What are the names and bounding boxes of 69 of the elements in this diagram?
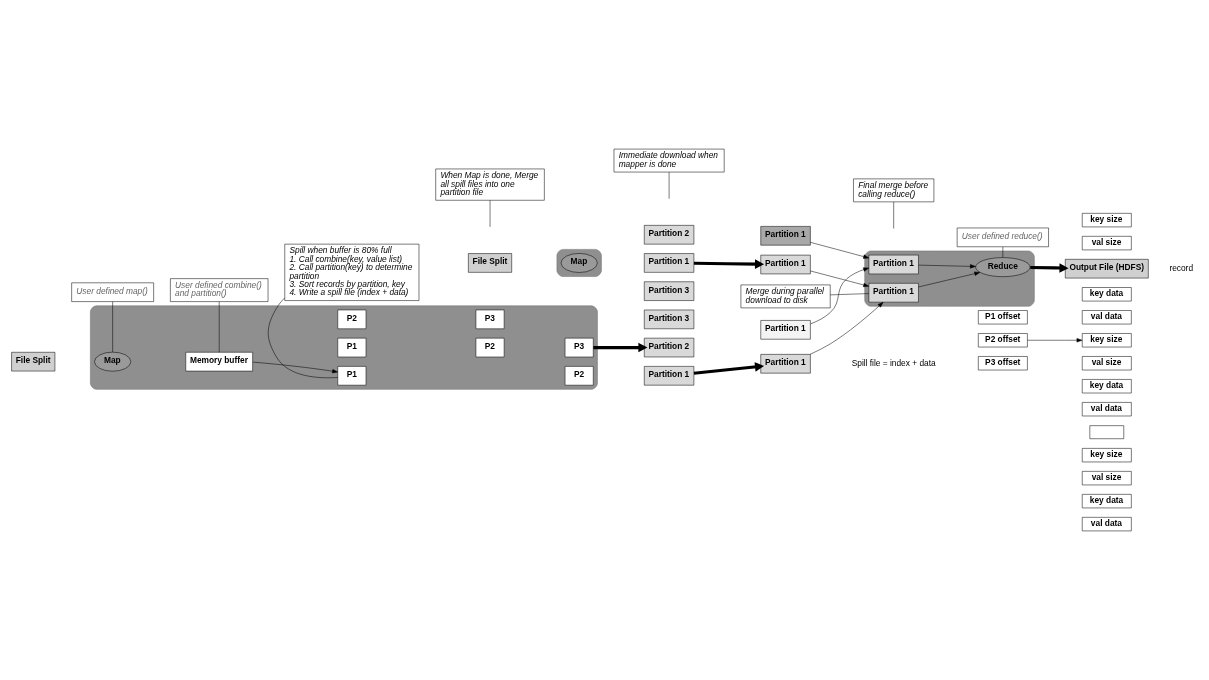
node-box: Partition 1 — [760, 320, 811, 340]
node-box: P3 — [564, 337, 594, 358]
node-box: File Split — [11, 352, 56, 372]
arrow — [810, 267, 869, 325]
node-box: Partition 1 — [644, 253, 695, 273]
node-box: User defined combine() and partition() — [170, 278, 269, 302]
label: record — [1169, 262, 1194, 273]
arrow — [252, 361, 338, 374]
node-box: Output File (HDFS) — [1065, 259, 1149, 279]
arrow — [810, 242, 870, 259]
node-box: key size — [1082, 213, 1132, 228]
connector — [830, 293, 870, 296]
node-box: val size — [1082, 471, 1132, 486]
node-box: Spill when buffer is 80% full 1. Call combine(key, value list) 2. Call partition(key) to determine partition 3. Sort records by partition, key 4. Write a spill file (index + data) — [284, 243, 420, 301]
node-box: Memory buffer — [185, 352, 253, 372]
node-box: P3 — [475, 309, 505, 330]
node-box: P3 offset — [978, 356, 1028, 371]
node-box: Partition 1 — [760, 254, 811, 275]
node-box: Partition 2 — [644, 225, 695, 245]
node-box: Immediate download when mapper is done — [613, 148, 725, 173]
node-box: P2 — [337, 309, 367, 330]
node-box: key data — [1082, 379, 1132, 394]
node-box: P1 — [337, 366, 367, 386]
node-ellipse: Map — [94, 351, 132, 372]
arrow — [1027, 338, 1083, 343]
node-ellipse: Map — [560, 253, 598, 273]
node-box: Partition 1 — [760, 354, 811, 374]
node-box: User defined reduce() — [956, 227, 1049, 247]
node-box: Partition 2 — [644, 337, 695, 358]
node-box: Partition 1 — [644, 366, 695, 386]
node-box: Partition 3 — [644, 309, 695, 330]
node-box: Final merge before calling reduce() — [853, 178, 935, 203]
arrow — [809, 302, 884, 355]
node-box: User defined map() — [71, 282, 154, 302]
node-box: Partition 1 — [868, 283, 919, 303]
node-box: When Map is done, Merge all spill files into one partition file — [435, 168, 545, 201]
node-box: P1 — [337, 337, 367, 358]
node-box: Partition 3 — [644, 281, 695, 301]
node-box: val data — [1082, 310, 1132, 325]
node-box: P2 — [475, 337, 505, 358]
node-box: key data — [1082, 494, 1132, 509]
node-box: Partition 1 — [868, 254, 919, 275]
arrow — [693, 259, 765, 269]
node-box: Partition 1 — [760, 226, 811, 246]
node-box: key size — [1082, 333, 1132, 348]
arrow — [918, 264, 976, 269]
node-box: val size — [1082, 356, 1132, 371]
cluster — [90, 305, 598, 390]
node-box: val data — [1082, 517, 1132, 532]
connector — [218, 301, 220, 353]
node-box: P2 — [564, 366, 594, 386]
arrow — [693, 362, 765, 375]
connector — [112, 301, 113, 353]
node-box: key data — [1082, 287, 1132, 302]
arrow — [1030, 263, 1069, 273]
node-box: key size — [1082, 448, 1132, 463]
connector — [1002, 246, 1004, 258]
node-box: Merge during parallel download to disk — [740, 284, 831, 309]
node-box: P2 offset — [978, 333, 1028, 348]
node-box: val size — [1082, 236, 1132, 251]
node-box: File Split — [468, 253, 512, 273]
label: Spill file = index + data — [851, 357, 936, 368]
arrow — [810, 270, 870, 287]
connector — [267, 297, 338, 379]
node-box: P1 offset — [978, 310, 1028, 325]
arrow — [918, 271, 981, 288]
node-box — [1089, 425, 1125, 439]
node-box: val data — [1082, 402, 1132, 417]
arrow — [593, 342, 648, 353]
